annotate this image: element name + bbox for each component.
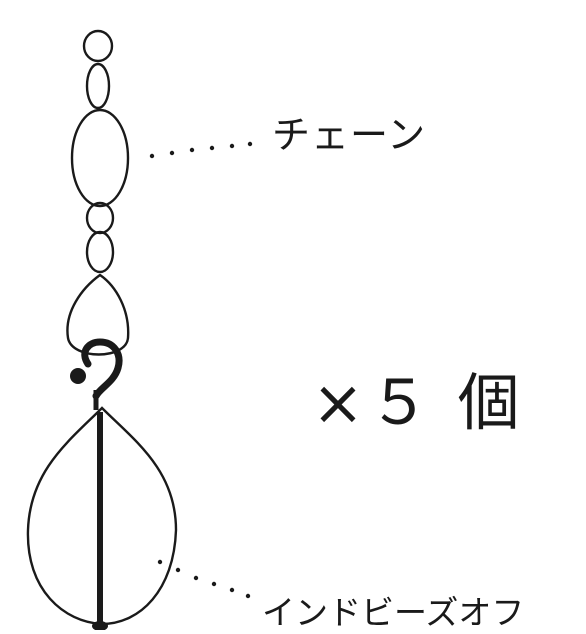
chain-link-4 [85,201,115,235]
bead-label: インドビーズオフ [262,593,525,632]
quantity-label: ×５ 個 [312,366,524,439]
leader-line-bead [157,559,251,599]
hook-icon [70,338,123,410]
chain-link-1 [82,29,114,63]
teardrop-bead [26,406,178,630]
chain-link-3 [70,108,130,208]
chain-label: チェーン [272,113,427,157]
chain-link-5 [85,230,115,274]
chain-link-6 [66,273,130,356]
chain-link-2 [85,62,111,110]
leader-line-chain [149,141,253,159]
